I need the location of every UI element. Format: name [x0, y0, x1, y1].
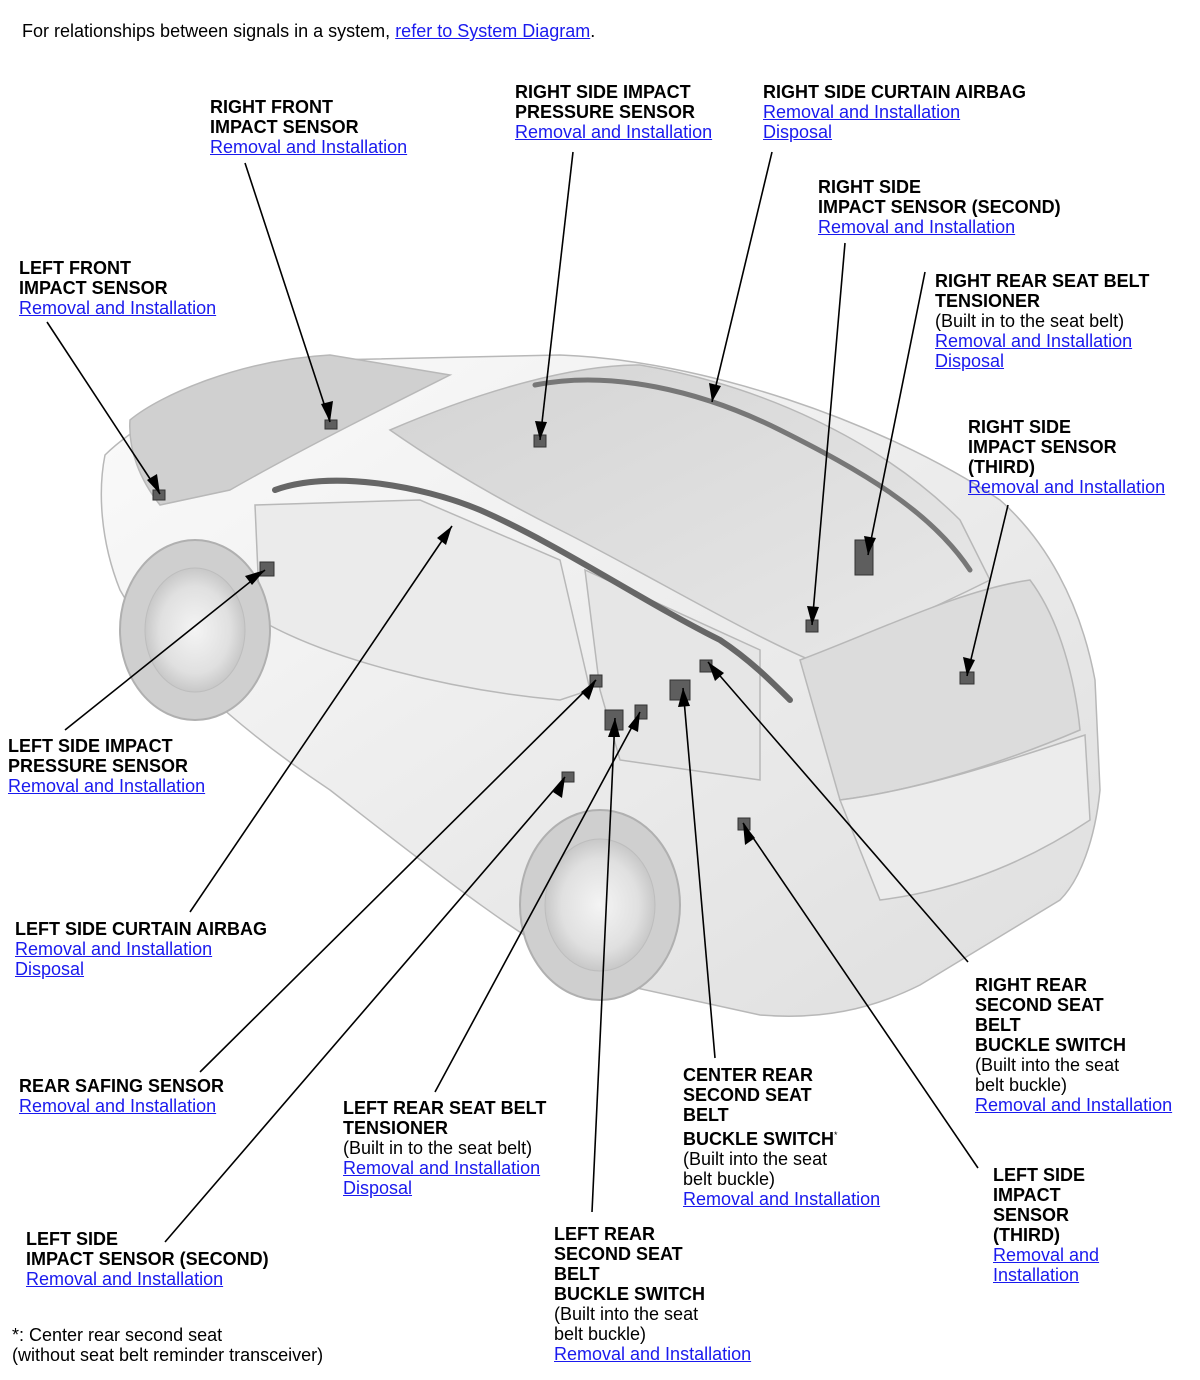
- callout-title: RIGHT SIDE IMPACT: [515, 82, 691, 102]
- footnote-line: *: Center rear second seat: [12, 1325, 223, 1345]
- callout-right-rear-seat-belt-tensioner: RIGHT REAR SEAT BELT TENSIONER (Built in…: [935, 271, 1149, 371]
- callout-title: SECOND SEAT: [975, 995, 1104, 1015]
- rear-wheel: [519, 809, 681, 1001]
- removal-installation-link[interactable]: Removal and Installation: [26, 1269, 224, 1289]
- callout-center-rear-second-seat-belt-buckle-switch: CENTER REAR SECOND SEAT BELT BUCKLE SWIT…: [683, 1065, 880, 1209]
- callout-right-side-impact-pressure-sensor: RIGHT SIDE IMPACT PRESSURE SENSOR Remova…: [515, 82, 712, 142]
- callout-title: LEFT REAR: [554, 1224, 655, 1244]
- callout-note: belt buckle): [975, 1075, 1068, 1095]
- callout-title: RIGHT SIDE: [968, 417, 1072, 437]
- callout-title: RIGHT SIDE: [818, 177, 922, 197]
- callout-rear-safing-sensor: REAR SAFING SENSOR Removal and Installat…: [19, 1076, 224, 1116]
- callout-title: SECOND SEAT: [683, 1085, 812, 1105]
- callout-right-front-impact-sensor: RIGHT FRONT IMPACT SENSOR Removal and In…: [210, 97, 407, 157]
- callout-title: BUCKLE SWITCH: [975, 1035, 1126, 1055]
- removal-installation-link[interactable]: Removal and Installation: [19, 298, 217, 318]
- intro-sentence: For relationships between signals in a s…: [22, 21, 396, 41]
- callout-note: (Built in to the seat belt): [343, 1138, 533, 1158]
- callout-title: SECOND SEAT: [554, 1244, 683, 1264]
- callout-left-rear-second-seat-belt-buckle-switch: LEFT REAR SECOND SEAT BELT BUCKLE SWITCH…: [554, 1224, 751, 1364]
- removal-installation-link[interactable]: Removal and: [993, 1245, 1100, 1265]
- disposal-link[interactable]: Disposal: [15, 959, 85, 979]
- callout-left-side-curtain-airbag: LEFT SIDE CURTAIN AIRBAG Removal and Ins…: [15, 919, 267, 979]
- callout-title: LEFT SIDE IMPACT: [8, 736, 173, 756]
- callout-title: BELT: [975, 1015, 1021, 1035]
- removal-installation-link[interactable]: Removal and Installation: [210, 137, 408, 157]
- callout-title: CENTER REAR: [683, 1065, 814, 1085]
- callout-left-rear-seat-belt-tensioner: LEFT REAR SEAT BELT TENSIONER (Built in …: [343, 1098, 546, 1198]
- callout-title: IMPACT SENSOR (SECOND): [818, 197, 1061, 217]
- footnote-marker: *: [834, 1130, 838, 1140]
- removal-installation-link[interactable]: Removal and Installation: [935, 331, 1133, 351]
- leader-arrowheads: [147, 383, 975, 845]
- removal-installation-link[interactable]: Removal and Installation: [968, 477, 1166, 497]
- callout-title: LEFT SIDE CURTAIN AIRBAG: [15, 919, 267, 939]
- intro-period: .: [590, 21, 596, 41]
- callout-left-front-impact-sensor: LEFT FRONT IMPACT SENSOR Removal and Ins…: [19, 258, 216, 318]
- callout-right-side-impact-sensor-third: RIGHT SIDE IMPACT SENSOR (THIRD) Removal…: [968, 417, 1165, 497]
- callout-title: LEFT SIDE: [993, 1165, 1086, 1185]
- disposal-link[interactable]: Disposal: [935, 351, 1005, 371]
- callout-right-side-impact-sensor-second: RIGHT SIDE IMPACT SENSOR (SECOND) Remova…: [818, 177, 1061, 237]
- callout-title: REAR SAFING SENSOR: [19, 1076, 225, 1096]
- callout-title: LEFT FRONT: [19, 258, 131, 278]
- callout-title: LEFT REAR SEAT BELT: [343, 1098, 547, 1118]
- removal-installation-link[interactable]: Removal and Installation: [8, 776, 206, 796]
- callout-note: (Built into the seat: [554, 1304, 699, 1324]
- callout-title: IMPACT SENSOR: [968, 437, 1117, 457]
- footnote: *: Center rear second seat (without seat…: [12, 1325, 323, 1365]
- callout-title: BELT: [554, 1264, 600, 1284]
- left-curtain-airbag: [272, 477, 793, 703]
- callout-title: IMPACT: [993, 1185, 1061, 1205]
- removal-installation-link[interactable]: Installation: [993, 1265, 1080, 1285]
- removal-installation-link[interactable]: Removal and Installation: [343, 1158, 541, 1178]
- callout-title: RIGHT REAR SEAT BELT: [935, 271, 1150, 291]
- callout-title: (THIRD): [968, 457, 1035, 477]
- callout-note: (Built into the seat: [975, 1055, 1120, 1075]
- callout-title: SENSOR: [993, 1205, 1070, 1225]
- removal-installation-link[interactable]: Removal and Installation: [975, 1095, 1173, 1115]
- callout-title: RIGHT REAR: [975, 975, 1087, 995]
- callout-left-side-impact-sensor-second: LEFT SIDE IMPACT SENSOR (SECOND) Removal…: [26, 1229, 269, 1289]
- callout-right-side-curtain-airbag: RIGHT SIDE CURTAIN AIRBAG Removal and In…: [763, 82, 1026, 142]
- removal-installation-link[interactable]: Removal and Installation: [15, 939, 213, 959]
- system-diagram-link[interactable]: refer to System Diagram: [395, 21, 591, 41]
- callout-title: IMPACT SENSOR: [210, 117, 359, 137]
- callout-note: (Built in to the seat belt): [935, 311, 1125, 331]
- removal-installation-link[interactable]: Removal and Installation: [19, 1096, 217, 1116]
- callout-title: PRESSURE SENSOR: [515, 102, 696, 122]
- right-curtain-airbag: [532, 377, 973, 573]
- callout-title: RIGHT SIDE CURTAIN AIRBAG: [763, 82, 1026, 102]
- callout-title: BUCKLE SWITCH: [683, 1129, 834, 1149]
- callout-title: IMPACT SENSOR (SECOND): [26, 1249, 269, 1269]
- footnote-line: (without seat belt reminder transceiver): [12, 1345, 324, 1365]
- callout-note: belt buckle): [683, 1169, 776, 1189]
- leader-lines: [46, 151, 1009, 1243]
- callout-title: BUCKLE SWITCH: [554, 1284, 705, 1304]
- callout-left-side-impact-pressure-sensor: LEFT SIDE IMPACT PRESSURE SENSOR Removal…: [8, 736, 205, 796]
- removal-installation-link[interactable]: Removal and Installation: [818, 217, 1016, 237]
- callout-title: LEFT SIDE: [26, 1229, 119, 1249]
- callout-title: BELT: [683, 1105, 729, 1125]
- callout-note: (Built into the seat: [683, 1149, 828, 1169]
- callout-title: TENSIONER: [343, 1118, 449, 1138]
- callout-title: RIGHT FRONT: [210, 97, 333, 117]
- callout-right-rear-second-seat-belt-buckle-switch: RIGHT REAR SECOND SEAT BELT BUCKLE SWITC…: [975, 975, 1172, 1115]
- removal-installation-link[interactable]: Removal and Installation: [554, 1344, 752, 1364]
- callout-title: TENSIONER: [935, 291, 1041, 311]
- disposal-link[interactable]: Disposal: [343, 1178, 413, 1198]
- removal-installation-link[interactable]: Removal and Installation: [515, 122, 713, 142]
- intro-text: For relationships between signals in a s…: [22, 20, 595, 42]
- callout-title: IMPACT SENSOR: [19, 278, 168, 298]
- removal-installation-link[interactable]: Removal and Installation: [763, 102, 961, 122]
- disposal-link[interactable]: Disposal: [763, 122, 833, 142]
- callout-title: (THIRD): [993, 1225, 1060, 1245]
- front-wheel: [119, 539, 271, 721]
- removal-installation-link[interactable]: Removal and Installation: [683, 1189, 881, 1209]
- callout-note: belt buckle): [554, 1324, 647, 1344]
- callout-title: PRESSURE SENSOR: [8, 756, 189, 776]
- callout-left-side-impact-sensor-third: LEFT SIDE IMPACT SENSOR (THIRD) Removal …: [993, 1165, 1099, 1285]
